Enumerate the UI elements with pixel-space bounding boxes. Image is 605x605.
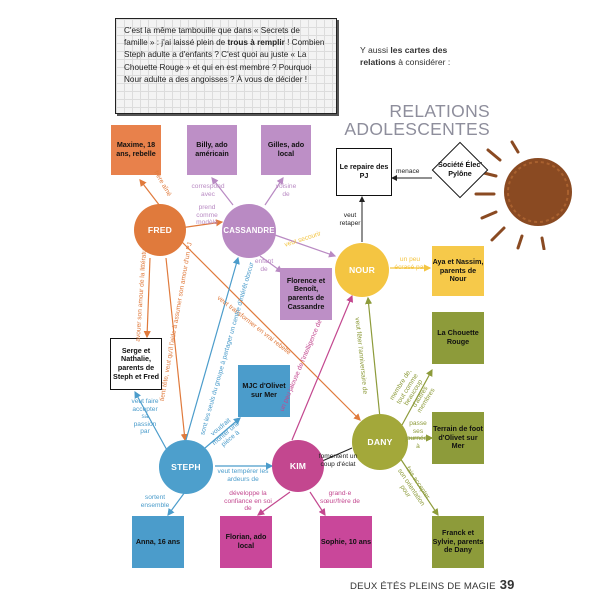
label-correspond: correspond avec xyxy=(191,183,225,198)
edge-cassandre-nour xyxy=(274,234,337,258)
label-developpe: développe la confiance en soi de xyxy=(224,490,272,513)
character-steph[interactable]: STEPH xyxy=(159,440,213,494)
edge-cassandre-gilles xyxy=(264,177,284,206)
label-temperer: veut tempérer les ardeurs de xyxy=(217,468,269,483)
label-sortent: sortent ensemble xyxy=(140,494,170,509)
box-franck[interactable]: Franck et Sylvie, parents de Dany xyxy=(432,516,484,568)
character-nour[interactable]: NOUR xyxy=(335,243,389,297)
character-cassandre[interactable]: CASSANDRE xyxy=(222,204,276,258)
edge-steph-anna xyxy=(167,491,186,516)
edge-fred-steph xyxy=(165,257,188,442)
label-passe: passe ses journées à xyxy=(405,420,431,450)
edge-kim-dany xyxy=(319,447,353,463)
edge-kim-sophie xyxy=(309,491,326,517)
page-title: RELATIONS ADOLESCENTES xyxy=(344,101,490,139)
edge-kim-florian xyxy=(257,491,291,516)
box-aya[interactable]: Aya et Nassim, parents de Nour xyxy=(432,246,484,296)
edge-steph-cassandre xyxy=(185,256,240,441)
edge-dany-franck xyxy=(399,457,439,516)
box-gilles[interactable]: Gilles, ado local xyxy=(261,125,311,175)
box-billy[interactable]: Billy, ado américain xyxy=(187,125,237,175)
box-terrain[interactable]: Terrain de foot d'Olivet sur Mer xyxy=(432,412,484,464)
aside-note: Y aussi les cartes des relations à consi… xyxy=(360,45,451,67)
label-ecrase: un peu écrasé par xyxy=(394,256,426,271)
label-grand: grand·e sœur/frère de xyxy=(320,490,360,505)
label-faire-accepter: veut faire accepter sa passion par xyxy=(131,398,159,436)
box-mjc[interactable]: MJC d'Olivet sur Mer xyxy=(238,365,290,417)
label-enfant: enfant de xyxy=(254,258,274,273)
edge-fred-cassandre xyxy=(179,219,224,229)
edge-steph-serge xyxy=(134,390,169,453)
character-fred[interactable]: FRED xyxy=(134,204,186,256)
edge-steph-mjc xyxy=(204,417,241,449)
box-sophie[interactable]: Sophie, 10 ans xyxy=(320,516,372,568)
label-prend-modele: prend comme modèle xyxy=(196,204,218,227)
label-veut-retaper: veut retaper xyxy=(339,212,361,227)
edge-fred-dany xyxy=(179,239,361,421)
edge-cassandre-billy xyxy=(211,177,234,206)
label-voisine: voisine de xyxy=(275,183,297,198)
box-chouette[interactable]: La Chouette Rouge xyxy=(432,312,484,364)
edge-fred-maxime xyxy=(139,179,161,207)
box-florence[interactable]: Florence et Benoît, parents de Cassandre xyxy=(280,268,332,320)
box-florian[interactable]: Florian, ado local xyxy=(220,516,272,568)
sun-icon xyxy=(474,140,572,250)
edge-dany-chouette xyxy=(401,368,433,426)
box-maxime[interactable]: Maxime, 18 ans, rebelle xyxy=(111,125,161,175)
edge-kim-nour xyxy=(291,294,354,441)
edge-dany-nour xyxy=(365,296,381,419)
edge-fred-serge xyxy=(143,257,151,339)
box-societe-label: Société Élec' Pylône xyxy=(437,160,483,178)
box-anna[interactable]: Anna, 16 ans xyxy=(132,516,184,568)
box-serge[interactable]: Serge et Nathalie, parents de Steph et F… xyxy=(110,338,162,390)
box-repaire[interactable]: Le repaire des PJ xyxy=(336,148,392,196)
intro-note: C'est la même tambouille que dans « Secr… xyxy=(115,18,337,114)
character-dany[interactable]: DANY xyxy=(352,414,408,470)
edge-cassandre-florence xyxy=(259,255,283,273)
label-fomentent: fomentent un coup d'éclat xyxy=(318,453,358,468)
label-menace: menace xyxy=(396,168,420,175)
character-kim[interactable]: KIM xyxy=(272,440,324,492)
